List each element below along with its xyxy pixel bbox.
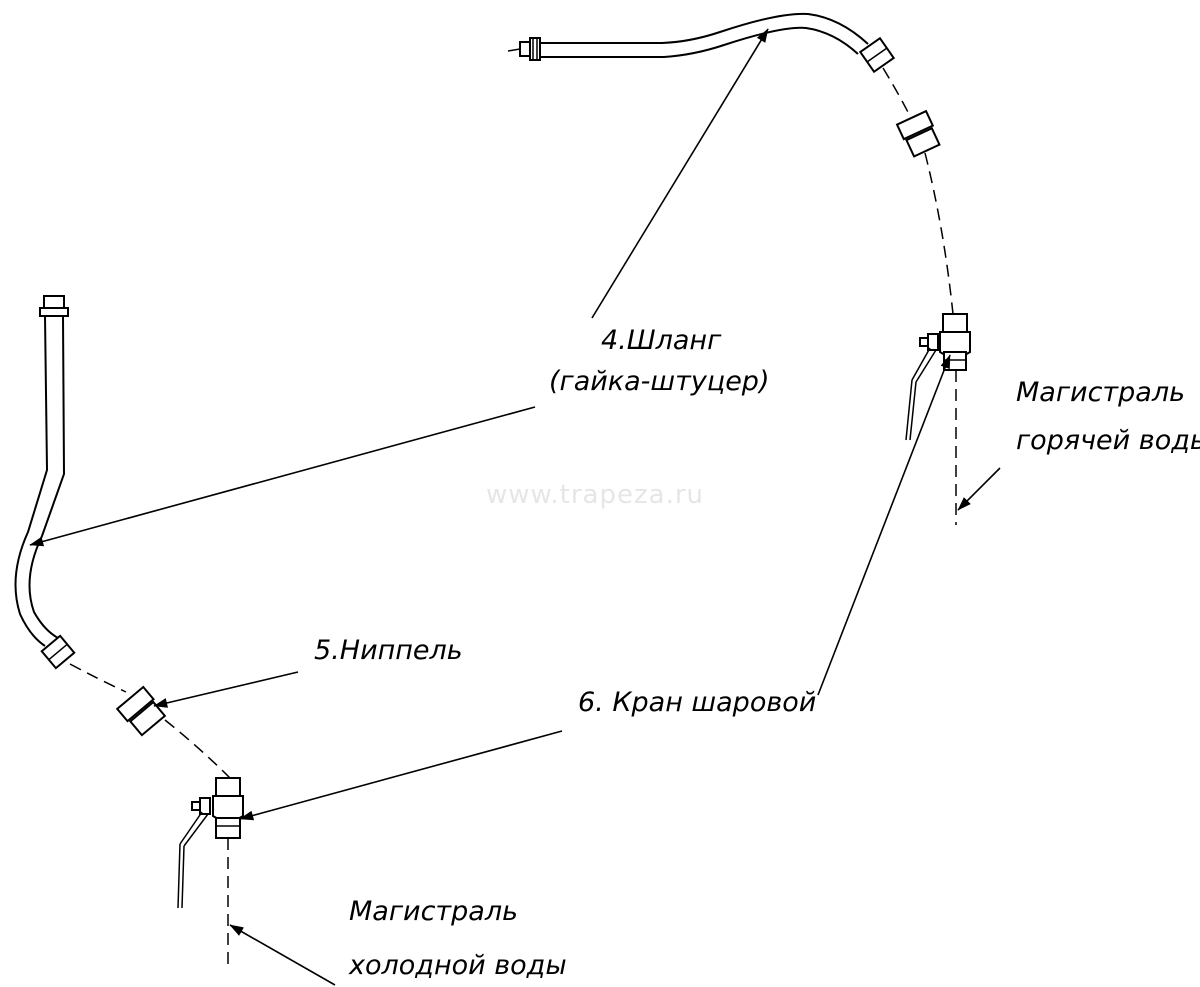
nipple-leader [153,671,299,708]
cold-ball-valve [177,777,244,909]
leader-lines [29,28,1001,986]
hot-hose-nut [858,36,896,74]
valve-label: 6. Кран шаровой [578,687,816,718]
hose-leader-hot [591,28,769,319]
cold-nipple [115,685,167,737]
hot-ball-valve [905,313,971,441]
cold-main-label-line2: холодной воды [348,950,567,981]
hot-nipple [895,109,941,158]
hot-hose-end-fitting [507,37,541,61]
hose-label-line2: (гайка-штуцер) [549,366,769,397]
valve-leader-hot [817,354,951,696]
cold-hose-end-fitting [39,295,69,317]
hot-hose [540,12,869,58]
cold-water-assembly [14,295,244,968]
watermark: www.trapeza.ru [486,480,704,510]
hot-water-assembly [507,12,971,525]
nipple-label: 5.Ниппель [314,635,463,666]
hose-leader-cold [29,406,536,547]
cold-centerline [69,663,127,693]
cold-main-leader [229,924,336,986]
valve-leader-cold [239,730,563,821]
hot-main-label-line2: горячей воды [1016,425,1200,456]
hose-label-line1: 4.Шланг [601,325,722,356]
cold-hose-nut [40,634,76,670]
hot-main-leader [957,467,1001,511]
hot-centerline [882,67,913,121]
cold-hose [14,315,66,647]
hot-main-label-line1: Магистраль [1016,377,1185,408]
cold-main-label-line1: Магистраль [349,896,518,927]
